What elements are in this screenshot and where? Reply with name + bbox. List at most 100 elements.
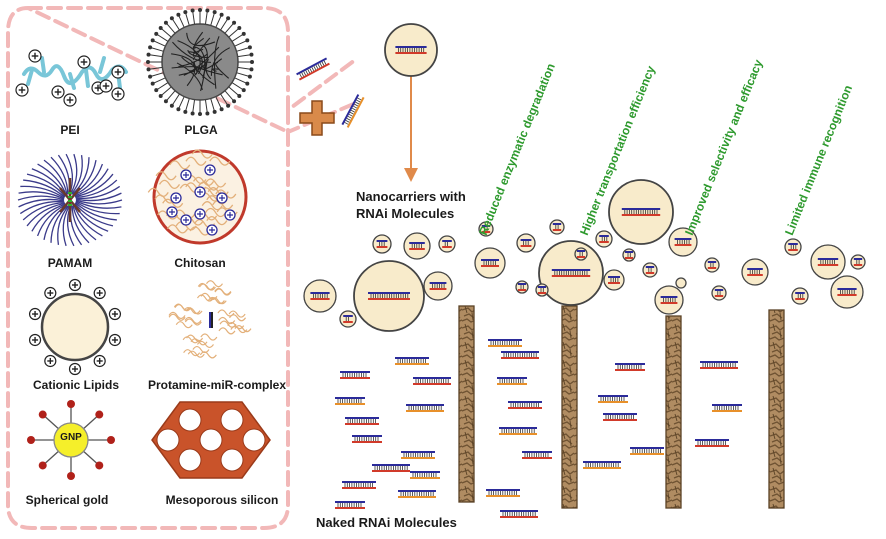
nanocarriers-label: Nanocarriers with RNAi Molecules: [356, 188, 466, 222]
rna-duplex: [395, 357, 429, 365]
positive-charge-icon: [28, 307, 42, 321]
rna-duplex: [508, 401, 542, 409]
mesoporous-silicon-icon: [151, 401, 271, 479]
positive-charge-icon: [194, 186, 206, 198]
nanocarrier-particle: [339, 310, 357, 328]
carrier-panel-outline: [6, 5, 360, 530]
barrier-pillar: [665, 315, 682, 509]
rna-duplex: [552, 223, 562, 231]
rna-duplex: [340, 371, 370, 379]
rna-duplex: [409, 242, 425, 250]
rna-duplex: [413, 377, 451, 385]
pamam-label: PAMAM: [47, 256, 93, 270]
rna-duplex: [429, 282, 447, 290]
positive-charge-icon: [111, 65, 125, 79]
nanocarrier-particle: [474, 247, 506, 279]
positive-charge-icon: [93, 354, 106, 368]
spherical-gold-label: Spherical gold: [25, 493, 109, 507]
rna-duplex: [500, 510, 538, 518]
nanocarrier-particle: [538, 240, 604, 306]
rna-duplex: [335, 397, 365, 405]
nanocarrier-particle: [608, 179, 674, 245]
rna-duplex: [538, 286, 546, 294]
plga-nanoparticle-icon: [146, 8, 254, 116]
nanocarrier-particle: [711, 285, 727, 301]
positive-charge-icon: [63, 93, 77, 107]
rna-duplex: [488, 339, 522, 347]
nanocarrier-particle: [574, 247, 588, 261]
positive-charge-icon: [180, 214, 192, 226]
nanocarrier-particle: [810, 244, 846, 280]
rna-duplex: [398, 490, 436, 498]
rna-duplex: [341, 94, 365, 128]
rna-duplex: [551, 269, 591, 277]
rna-duplex: [345, 417, 379, 425]
rna-duplex: [853, 258, 863, 266]
rna-duplex: [817, 258, 839, 266]
rna-duplex: [695, 439, 729, 447]
positive-charge-icon: [68, 278, 82, 292]
rna-duplex: [712, 404, 742, 412]
pamam-dendrimer-icon: [17, 153, 123, 247]
positive-charge-icon: [170, 192, 182, 204]
nanocarrier-particle: [403, 232, 431, 260]
rna-duplex: [608, 276, 620, 284]
rna-duplex: [481, 259, 499, 267]
positive-charge-icon: [44, 286, 57, 300]
nanocarrier-particle: [642, 262, 658, 278]
barrier-pillar: [561, 305, 578, 509]
rna-duplex: [501, 351, 539, 359]
nanocarrier-particle: [675, 277, 687, 289]
positive-charge-icon: [180, 169, 192, 181]
rna-duplex: [645, 266, 655, 274]
rna-duplex: [376, 240, 388, 248]
rna-duplex: [395, 46, 427, 54]
rna-duplex: [660, 296, 678, 304]
positive-charge-icon: [51, 85, 65, 99]
nanocarrier-particle: [668, 227, 698, 257]
plga-label: PLGA: [184, 123, 218, 137]
nanocarrier-particle: [784, 238, 802, 256]
rna-duplex: [700, 361, 738, 369]
rna-duplex: [583, 461, 621, 469]
positive-charge-icon: [93, 286, 106, 300]
chitosan-label: Chitosan: [174, 256, 226, 270]
nanocarrier-particle: [384, 23, 438, 77]
positive-charge-icon: [28, 49, 42, 63]
rna-duplex: [335, 501, 365, 509]
rna-duplex: [621, 208, 661, 216]
positive-charge-icon: [15, 83, 29, 97]
rna-duplex: [674, 238, 692, 246]
chitosan-nanoparticle-icon: [147, 149, 248, 245]
rna-duplex: [625, 251, 633, 259]
gnp-core-label: GNP: [60, 432, 82, 443]
nanocarrier-particle: [423, 271, 453, 301]
nanocarrier-particle: [791, 287, 809, 305]
rna-duplex: [368, 292, 410, 300]
rna-duplex: [499, 427, 537, 435]
rna-duplex: [406, 404, 444, 412]
rna-duplex: [343, 315, 353, 323]
rna-duplex: [747, 268, 763, 276]
rna-duplex: [615, 363, 645, 371]
nanocarrier-particle: [850, 254, 866, 270]
rna-duplex: [522, 451, 552, 459]
rna-duplex: [795, 292, 805, 300]
down-arrow-icon: [404, 75, 418, 182]
positive-charge-icon: [194, 208, 206, 220]
rna-duplex: [577, 250, 585, 258]
rna-duplex: [603, 413, 637, 421]
protamine-label: Protamine-miR-complex: [147, 378, 287, 392]
positive-charge-icon: [28, 333, 42, 347]
positive-charge-icon: [216, 192, 228, 204]
rna-duplex: [714, 289, 724, 297]
cationic-lipids-label: Cationic Lipids: [32, 378, 120, 392]
plus-sign-icon: [299, 100, 335, 136]
nanocarrier-particle: [438, 235, 456, 253]
naked-rnai-label: Naked RNAi Molecules: [316, 515, 457, 530]
rna-duplex: [401, 451, 435, 459]
positive-charge-icon: [111, 87, 125, 101]
rna-duplex: [372, 464, 410, 472]
rna-duplex: [342, 481, 376, 489]
